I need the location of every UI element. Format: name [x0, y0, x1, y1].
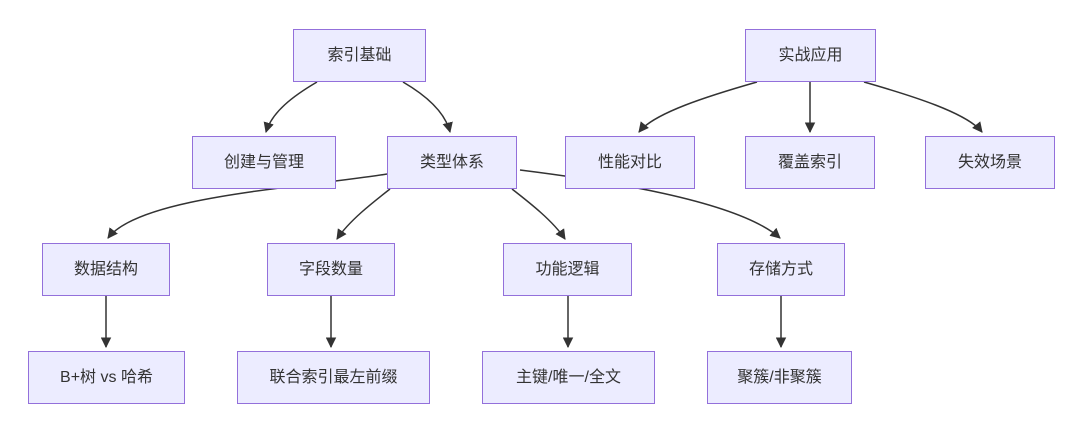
node-btree-vs-hash: B+树 vs 哈希	[28, 351, 185, 404]
node-label: 覆盖索引	[777, 153, 842, 171]
node-data-structure: 数据结构	[42, 243, 170, 296]
node-label: 聚簇/非聚簇	[737, 368, 822, 386]
node-storage-method: 存储方式	[717, 243, 845, 296]
edge-practical-application-to-performance-comparison	[638, 81, 758, 133]
node-label: 类型体系	[419, 153, 484, 171]
node-function-logic: 功能逻辑	[503, 243, 632, 296]
node-performance-comparison: 性能对比	[565, 136, 695, 189]
edge-index-basics-to-creation-management	[263, 81, 318, 134]
node-label: 性能对比	[597, 153, 662, 171]
edge-type-system-to-data-structure	[107, 173, 388, 239]
node-label: 索引基础	[327, 46, 392, 64]
node-failure-scenarios: 失效场景	[925, 136, 1055, 189]
node-type-system: 类型体系	[387, 136, 517, 189]
node-creation-management: 创建与管理	[192, 136, 336, 189]
node-practical-application: 实战应用	[745, 29, 876, 82]
node-label: 字段数量	[298, 260, 363, 278]
node-label: 数据结构	[73, 260, 138, 278]
node-label: 存储方式	[748, 260, 813, 278]
node-label: 联合索引最左前缀	[269, 368, 398, 386]
node-index-basics: 索引基础	[293, 29, 426, 82]
node-label: 创建与管理	[223, 153, 304, 171]
node-field-count: 字段数量	[267, 243, 395, 296]
node-label: B+树 vs 哈希	[60, 368, 153, 386]
node-composite-index-leftmost-prefix: 联合索引最左前缀	[237, 351, 430, 404]
node-label: 失效场景	[957, 153, 1022, 171]
edge-index-basics-to-type-system	[402, 81, 453, 134]
node-label: 主键/唯一/全文	[516, 368, 621, 386]
edge-practical-application-to-failure-scenarios	[863, 81, 983, 133]
node-primary-unique-fulltext: 主键/唯一/全文	[482, 351, 655, 404]
node-label: 实战应用	[778, 46, 843, 64]
edge-type-system-to-function-logic	[511, 188, 566, 240]
node-label: 功能逻辑	[535, 260, 600, 278]
edge-type-system-to-storage-method	[519, 169, 781, 239]
node-covering-index: 覆盖索引	[745, 136, 875, 189]
edge-type-system-to-field-count	[336, 188, 391, 240]
node-clustered-nonclustered: 聚簇/非聚簇	[707, 351, 852, 404]
